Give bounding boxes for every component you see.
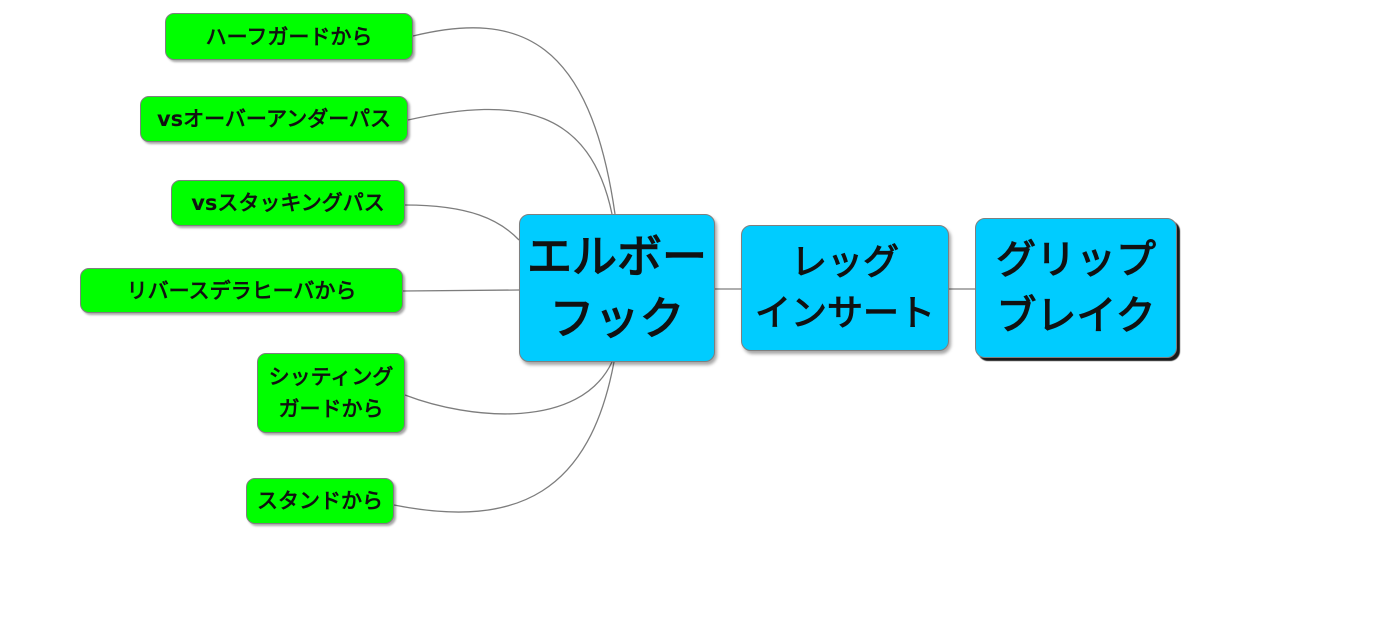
branch-sitting-guard[interactable]: シッティング ガードから — [257, 353, 405, 433]
branch-vs-over-under-pass[interactable]: vsオーバーアンダーパス — [140, 96, 408, 142]
connector-stacking — [404, 204, 520, 241]
connector-overunder — [407, 108, 613, 215]
connector-reverse-delariva — [402, 289, 520, 292]
branch-half-guard[interactable]: ハーフガードから — [165, 13, 413, 60]
connector-halfguard — [412, 27, 616, 215]
connector-sitting — [404, 361, 613, 415]
branch-vs-stacking-pass[interactable]: vsスタッキングパス — [171, 180, 405, 226]
branch-reverse-delariva[interactable]: リバースデラヒーバから — [80, 268, 403, 313]
node-leg-insert[interactable]: レッグ インサート — [741, 225, 949, 351]
branch-stand[interactable]: スタンドから — [246, 478, 394, 524]
connector-stand — [393, 361, 615, 513]
node-grip-break[interactable]: グリップ ブレイク — [975, 218, 1177, 358]
node-elbow-hook[interactable]: エルボー フック — [519, 214, 715, 362]
